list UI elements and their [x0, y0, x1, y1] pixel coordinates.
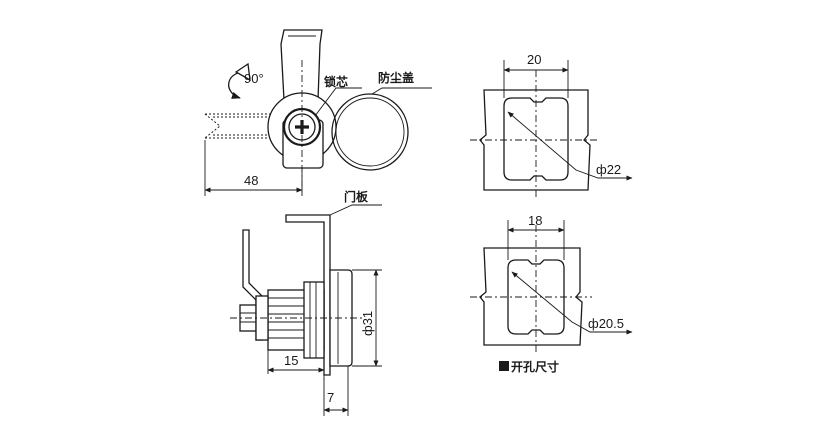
rotation-label: 90°: [244, 71, 264, 86]
dim-20: 20: [527, 52, 541, 67]
cutout-legend: 开孔尺寸: [499, 359, 559, 374]
dust-cover-label: 防尘盖: [378, 70, 414, 85]
side-view: 门板 ф31 15 7: [230, 189, 382, 416]
dim-phi20-5: ф20.5: [588, 316, 624, 331]
cutout-view-1: 20 ф22: [470, 52, 633, 198]
dim-7: 7: [327, 390, 334, 405]
lever-arm-rotated: [204, 113, 272, 139]
lever-arm-vertical: [280, 29, 323, 101]
cutout-size-label: 开孔尺寸: [511, 359, 559, 374]
cutout-view-2: 18 ф20.5: [470, 213, 633, 352]
dim-48: 48: [244, 173, 258, 188]
dim-phi31: ф31: [360, 311, 375, 336]
dust-cover: [331, 93, 409, 171]
dim-phi22: ф22: [596, 162, 621, 177]
front-view: 90° 锁芯 防尘盖 48: [204, 29, 432, 196]
lock-core-label: 锁芯: [324, 74, 348, 89]
dim-15: 15: [284, 353, 298, 368]
door-panel-label: 门板: [344, 189, 369, 204]
dim-18: 18: [528, 213, 542, 228]
legend-square-icon: [499, 361, 509, 371]
